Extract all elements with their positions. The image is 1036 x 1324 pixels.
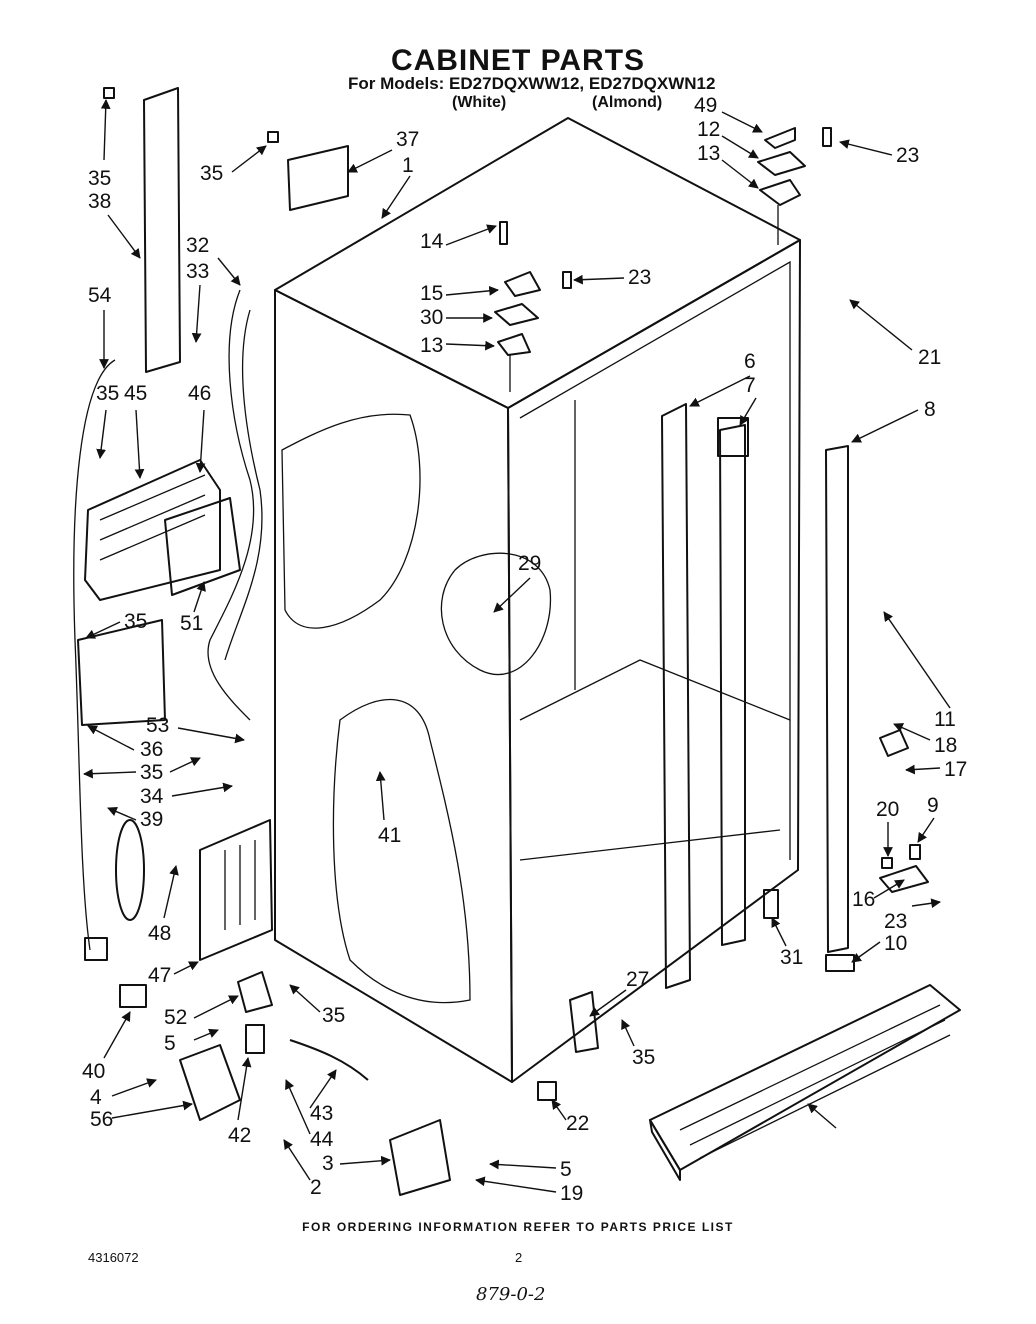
- left-side-parts: [103, 87, 349, 373]
- variant-white: (White): [452, 94, 507, 111]
- variant-almond: (Almond): [592, 94, 663, 111]
- callout-labels: 35 38 54 35 32 33 37 1 49 12 13 23 14 15…: [82, 94, 967, 1205]
- wiring-harness: [73, 289, 263, 951]
- callout-label: 47: [148, 964, 171, 987]
- callout-label: 36: [140, 738, 163, 761]
- callout-label: 51: [180, 612, 203, 635]
- callout-label: 6: [744, 350, 756, 373]
- callout-label: 44: [310, 1128, 334, 1151]
- callout-label: 5: [560, 1158, 572, 1181]
- callout-label: 4: [90, 1086, 102, 1109]
- callout-label: 1: [402, 154, 414, 177]
- callout-label: 35: [88, 167, 111, 190]
- page-title: CABINET PARTS: [390, 44, 646, 77]
- callout-label: 29: [518, 552, 541, 575]
- leader-lines: [83, 99, 951, 1193]
- callout-label: 35: [96, 382, 119, 405]
- right-lower-components: [537, 729, 929, 1101]
- callout-label: 20: [876, 798, 899, 821]
- callout-label: 35: [322, 1004, 345, 1027]
- callout-label: 52: [164, 1006, 187, 1029]
- callout-label: 18: [934, 734, 957, 757]
- lower-left-components: [84, 819, 451, 1196]
- callout-label: 12: [697, 118, 720, 141]
- callout-label: 23: [896, 144, 919, 167]
- callout-label: 9: [927, 794, 939, 817]
- cabinet-shell: [274, 117, 801, 1083]
- callout-label: 33: [186, 260, 209, 283]
- callout-label: 27: [626, 968, 649, 991]
- callout-label: 5: [164, 1032, 176, 1055]
- callout-label: 49: [694, 94, 717, 117]
- callout-label: 42: [228, 1124, 251, 1147]
- callout-label: 54: [88, 284, 112, 307]
- callout-label: 21: [918, 346, 941, 369]
- callout-label: 56: [90, 1108, 113, 1131]
- upper-hinge-center: [494, 221, 572, 392]
- base-grille: [649, 984, 961, 1181]
- callout-label: 40: [82, 1060, 105, 1083]
- callout-label: 35: [140, 761, 163, 784]
- callout-label: 35: [200, 162, 223, 185]
- models-line: For Models: ED27DQXWW12, ED27DQXWN12: [348, 74, 716, 93]
- callout-label: 11: [934, 708, 956, 731]
- callout-label: 48: [148, 922, 171, 945]
- callout-label: 38: [88, 190, 111, 213]
- ordering-note: FOR ORDERING INFORMATION REFER TO PARTS …: [302, 1220, 734, 1234]
- callout-label: 16: [852, 888, 875, 911]
- page-number: 2: [515, 1250, 523, 1265]
- callout-label: 32: [186, 234, 209, 257]
- callout-label: 10: [884, 932, 907, 955]
- callout-label: 45: [124, 382, 147, 405]
- callout-label: 31: [780, 946, 803, 969]
- door-trims: [661, 403, 855, 989]
- callout-label: 15: [420, 282, 443, 305]
- callout-label: 14: [420, 230, 444, 253]
- callout-label: 17: [944, 758, 967, 781]
- callout-label: 22: [566, 1112, 589, 1135]
- callout-label: 8: [924, 398, 936, 421]
- callout-label: 46: [188, 382, 211, 405]
- callout-label: 35: [632, 1046, 655, 1069]
- callout-label: 2: [310, 1176, 322, 1199]
- callout-label: 30: [420, 306, 443, 329]
- callout-label: 7: [744, 374, 756, 397]
- upper-hinge-right: [757, 127, 832, 245]
- callout-label: 13: [697, 142, 720, 165]
- callout-label: 13: [420, 334, 443, 357]
- callout-label: 43: [310, 1102, 333, 1125]
- callout-label: 3: [322, 1152, 334, 1175]
- callout-label: 37: [396, 128, 419, 151]
- callout-label: 23: [628, 266, 651, 289]
- callout-label: 53: [146, 714, 169, 737]
- callout-label: 39: [140, 808, 163, 831]
- handwritten-note: 879-0-2: [476, 1284, 546, 1305]
- callout-label: 34: [140, 785, 164, 808]
- callout-label: 23: [884, 910, 907, 933]
- callout-label: 35: [124, 610, 147, 633]
- callout-label: 41: [378, 824, 401, 847]
- evaporator-and-heater: [77, 459, 241, 726]
- callout-label: 19: [560, 1182, 583, 1205]
- document-number: 4316072: [88, 1250, 139, 1265]
